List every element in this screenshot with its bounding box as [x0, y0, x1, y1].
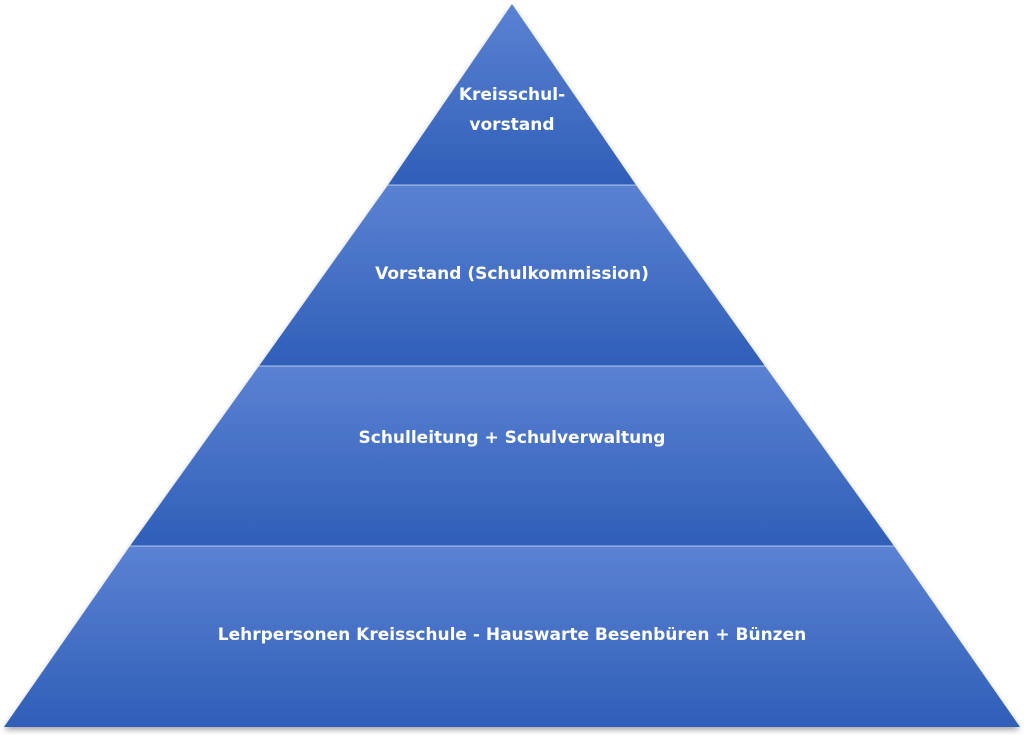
- pyramid-level-4: [4, 546, 1020, 727]
- level-label-lehrpersonen: Lehrpersonen Kreisschule - Hauswarte Bes…: [217, 625, 807, 645]
- level-label-schulleitung: Schulleitung + Schulverwaltung: [358, 428, 666, 448]
- level-label-kreisschulvorstand: Kreisschul- vorstand: [458, 85, 566, 135]
- pyramid-level-3: [130, 366, 894, 546]
- level-label-vorstand: Vorstand (Schulkommission): [375, 264, 649, 284]
- pyramid-level-2: [259, 185, 765, 366]
- pyramid-level-1: [388, 4, 636, 185]
